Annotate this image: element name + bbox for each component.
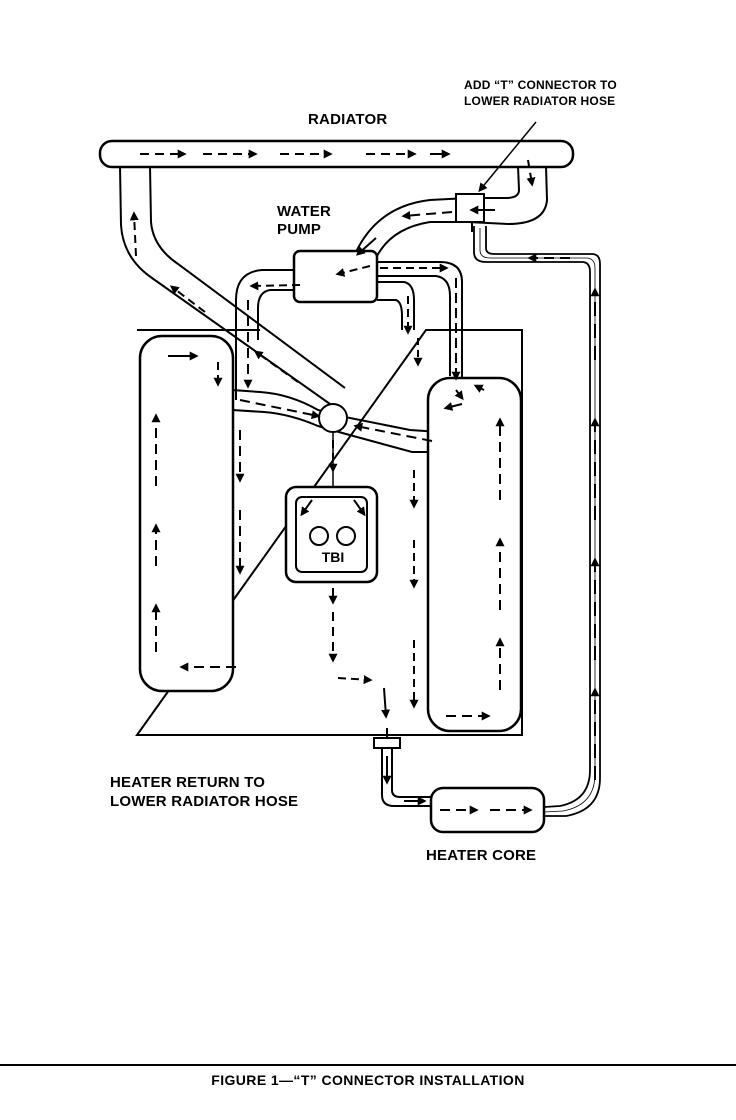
figure-caption: FIGURE 1—“T” CONNECTOR INSTALLATION [211,1072,525,1088]
flow-arrows [129,149,600,815]
thermostat-housing [318,403,348,488]
heater-return-hose [381,748,432,807]
radiator-label: RADIATOR [308,111,388,128]
lower-radiator-hose [355,165,549,257]
tbi-bore-left [309,526,329,546]
tbi-label: TBI [322,549,345,565]
t-connector-leader [478,121,537,193]
radiator [98,139,575,169]
heater-core [429,786,546,834]
tbi-bore-right [336,526,356,546]
heater-return-label-line1: HEATER RETURN TO [110,774,266,791]
upper-radiator-hose [119,165,346,405]
heater-return-label-line2: LOWER RADIATOR HOSE [110,793,299,810]
heater-feed-hose [473,226,601,817]
water-pump-label-line2: PUMP [277,221,322,238]
t-connector [455,193,485,232]
heater-return-fitting [373,728,401,749]
heater-core-label: HEATER CORE [426,847,537,864]
right-water-jacket [426,376,523,733]
tbi-unit: TBI [284,485,379,584]
pump-outlet-hoses [235,261,463,400]
water-pump [292,249,379,304]
t-connector-note-line1: ADD “T” CONNECTOR TO [464,78,617,92]
left-water-jacket [138,334,235,693]
water-pump-label-line1: WATER [277,203,332,220]
t-connector-note-line2: LOWER RADIATOR HOSE [464,94,616,108]
